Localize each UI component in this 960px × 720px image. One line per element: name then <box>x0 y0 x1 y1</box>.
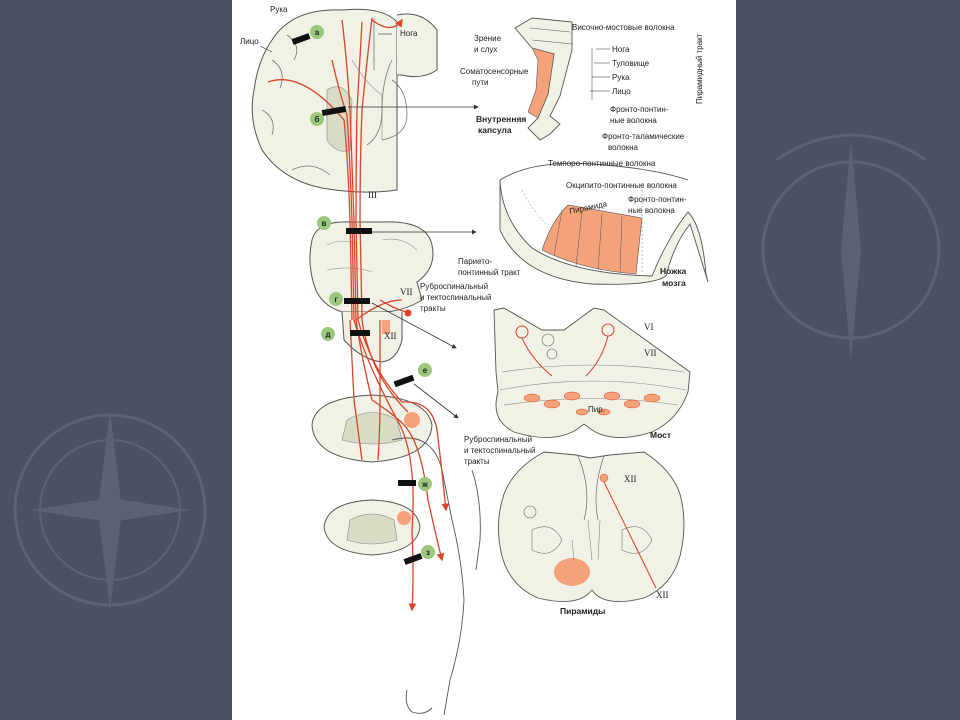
marker-a-label: а <box>315 28 320 37</box>
rubro-tract-label-1: Руброспинальный <box>420 282 488 291</box>
label-face: Лицо <box>240 37 259 46</box>
left-background-panel <box>0 0 232 720</box>
marker-g <box>329 292 343 306</box>
marker-b <box>310 112 324 126</box>
ic-frontothalamic-1: Фронто-таламические <box>602 132 685 141</box>
pointer-arrows <box>348 104 479 419</box>
ic-leg: Нога <box>612 45 630 54</box>
ic-frontothalamic-2: волокна <box>608 143 639 152</box>
marker-d <box>321 327 335 341</box>
ic-somatosensory-2: пути <box>472 78 488 87</box>
medulla-caption: Пирамиды <box>560 606 605 616</box>
ic-somatosensory-1: Соматосенсорные <box>460 67 529 76</box>
ic-frontopontine-1: Фронто-понтин- <box>610 105 669 114</box>
ic-vision-2: и слух <box>474 45 497 54</box>
marker-zh-label: ж <box>421 480 428 489</box>
ped-frontopontine-1: Фронто-понтин- <box>628 195 687 204</box>
level-markers: а б в г д е ж з <box>291 25 435 565</box>
spinal-cord-cervical <box>311 394 433 463</box>
ic-trunk: Туловище <box>612 59 650 68</box>
ic-arm: Рука <box>612 73 630 82</box>
rubro-tract-label-2: и тектоспинальный <box>420 293 491 302</box>
motor-pathway-diagram: а б в г д е ж з Рука Нога Лицо III VII X… <box>240 5 709 716</box>
rubro-tract-label-3: тракты <box>420 304 446 313</box>
nerve-iii-label: III <box>368 190 377 200</box>
ped-occipitopontine: Окципито-понтинные волокна <box>566 181 677 190</box>
marker-e-label: е <box>423 366 428 375</box>
internal-capsule-diagram <box>514 17 593 141</box>
marker-b-label: б <box>315 115 320 124</box>
ped-caption-1: Ножка <box>660 266 686 276</box>
medulla-xii-top: XII <box>624 474 637 484</box>
medulla-xii-bottom: XII <box>656 590 669 600</box>
marker-d-label: д <box>325 330 330 339</box>
marker-v <box>317 216 331 230</box>
ped-frontopontine-2: ные волокна <box>628 206 675 215</box>
label-arm: Рука <box>270 5 288 14</box>
marker-z-label: з <box>426 548 430 557</box>
cerebral-peduncle-diagram <box>499 162 709 285</box>
ic-caption-2: капсула <box>478 125 512 135</box>
vii-nucleus-dot <box>404 309 412 317</box>
ic-frontopontine-2: ные волокна <box>610 116 657 125</box>
corticospinal-tracts <box>267 17 450 612</box>
right-background-panel <box>736 0 960 720</box>
marker-a <box>310 25 324 39</box>
marker-zh <box>418 477 432 491</box>
ic-vision-1: Зрение <box>474 34 502 43</box>
ic-temporopontine: Височно-мостовые волокна <box>572 23 675 32</box>
label-leg: Нога <box>400 29 418 38</box>
spinal-rubro-label-1: Руброспинальный <box>464 435 532 444</box>
compass-watermark-icon <box>13 410 207 610</box>
nerve-xii-label: XII <box>384 331 397 341</box>
nerve-vii-label: VII <box>400 287 413 297</box>
pons-caption: Мост <box>650 430 671 440</box>
spinal-cord-lumbar <box>323 499 421 556</box>
ped-caption-2: мозга <box>662 278 686 288</box>
ic-pyramidal-tract: Пирамидный тракт <box>695 33 704 104</box>
marker-z <box>421 545 435 559</box>
pons-diagram <box>493 307 691 438</box>
marker-g-label: г <box>334 295 338 304</box>
marker-v-label: в <box>322 219 327 228</box>
compass-watermark-icon <box>761 133 941 360</box>
pons-vi-label: VI <box>644 322 654 332</box>
marker-e <box>418 363 432 377</box>
spinal-rubro-label-2: и тектоспинальный <box>464 446 535 455</box>
pons-pyr-label: Пир. <box>588 405 605 414</box>
ic-face: Лицо <box>612 87 631 96</box>
ped-temporopontine: Темпоро-понтинные волокна <box>548 159 656 168</box>
medulla-diagram <box>498 451 685 603</box>
slide-canvas: а б в г д е ж з Рука Нога Лицо III VII X… <box>232 0 736 720</box>
ped-parietopontine-2: понтинный тракт <box>458 268 521 277</box>
pons-vii-label: VII <box>644 348 657 358</box>
ic-caption-1: Внутренняя <box>476 114 526 124</box>
spinal-rubro-label-3: тракты <box>464 457 490 466</box>
body-outline <box>391 437 481 716</box>
ped-parietopontine-1: Париетo- <box>458 257 492 266</box>
